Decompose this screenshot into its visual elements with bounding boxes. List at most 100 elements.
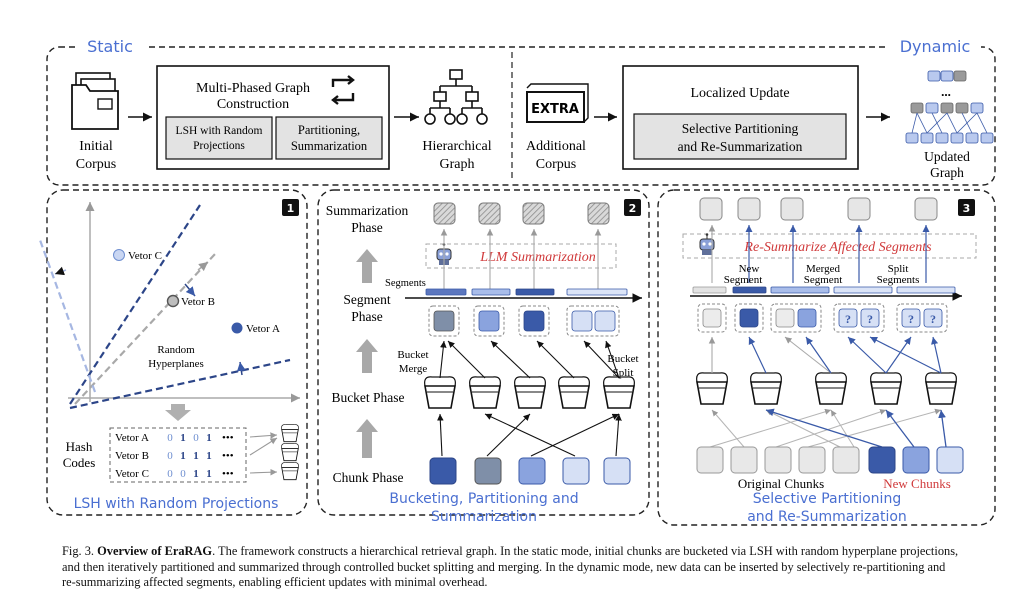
resummarize-label: Re-Summarize Affected Segments (743, 240, 932, 255)
merged-segment-line2: Segment (804, 274, 843, 286)
panel3-blue-chunk-arrows (765, 408, 947, 448)
panel2-badge: 2 (629, 202, 637, 215)
vector-a-point (231, 322, 243, 334)
cycle-icon (331, 75, 355, 105)
hash-arrow-c (249, 468, 278, 476)
bucket-merge-line2: Merge (399, 363, 428, 375)
initial-corpus-line1: Initial (79, 139, 113, 154)
normal-arrow-1 (184, 283, 196, 297)
hyperplane-2 (74, 252, 217, 405)
lsh-box (165, 116, 273, 160)
updated-graph-line2: Graph (930, 165, 964, 180)
split-segments-line2: Segments (877, 274, 920, 286)
hash-bit: 1 (193, 468, 199, 480)
panel2-segment-groups (428, 305, 620, 337)
normal-arrow-3 (236, 361, 246, 376)
panel3-buckets (695, 372, 958, 405)
hyperplane-1 (69, 204, 201, 405)
selective-box (633, 113, 847, 160)
additional-corpus-line2: Corpus (536, 157, 576, 172)
updated-graph-icon (905, 70, 994, 144)
updated-graph-ellipsis: ... (941, 84, 951, 99)
hash-codes-line1: Hash (66, 439, 93, 454)
panel3-title-line2: and Re-Summarization (747, 509, 907, 525)
vector-a-label: Vetor A (246, 323, 280, 335)
hash-bit: 1 (206, 450, 212, 462)
hash-row-label: Vetor A (115, 432, 149, 444)
panel3-segment-groups (697, 303, 948, 333)
panel3-affected-arrows (745, 225, 930, 283)
svg-text:?: ? (930, 312, 936, 326)
panel3-blue-bucket-arrows (748, 336, 942, 374)
figure-caption: Fig. 3. Overview of EraRAG. The framewor… (62, 544, 962, 591)
segment-phase-line1: Segment (343, 292, 390, 307)
panel3-question-marks: ? ? ? ? (845, 312, 936, 326)
segment-phase-line2: Phase (351, 309, 383, 324)
hash-bit: 0 (180, 468, 186, 480)
original-chunks-label: Original Chunks (738, 476, 824, 491)
initial-corpus-line2: Corpus (76, 157, 116, 172)
hash-codes-line2: Codes (63, 455, 96, 470)
hash-bit: 0 (167, 450, 173, 462)
hash-row-dots: ••• (222, 468, 234, 480)
panel2-segments (425, 288, 628, 296)
segments-label: Segments (385, 278, 426, 289)
extra-box-shadow (526, 83, 589, 123)
extra-label: EXTRA (531, 102, 579, 117)
localized-update-label: Localized Update (690, 86, 789, 101)
selective-box-line1: Selective Partitioning (682, 121, 799, 136)
hash-bit: 0 (193, 432, 199, 444)
split-segments-line1: Split (888, 263, 909, 275)
bucket-split-line1: Bucket (607, 353, 638, 365)
normal-arrow-4 (54, 266, 67, 276)
panel2-chunk-to-bucket-arrows (437, 413, 622, 457)
chunk-phase-label: Chunk Phase (333, 470, 404, 485)
llm-summarization-label: LLM Summarization (479, 250, 596, 265)
down-arrow-icon (165, 404, 191, 421)
hash-row-label: Vetor B (115, 450, 149, 462)
additional-corpus-line1: Additional (526, 139, 586, 154)
new-segment-line1: New (739, 263, 760, 275)
panel2-bucket-to-segment-arrows (439, 340, 620, 379)
panel3-badge-bg (958, 199, 975, 216)
bucket-phase-label: Bucket Phase (331, 390, 404, 405)
lsh-box-line2: Projections (193, 140, 245, 152)
updated-graph-line1: Updated (924, 149, 970, 164)
hash-bit: 0 (167, 432, 173, 444)
random-hyperplanes-line1: Random (157, 344, 195, 356)
panel3-chunks (696, 446, 964, 474)
llm-summarization-box (425, 243, 617, 269)
panel2-chunks (429, 457, 631, 485)
new-chunks-label: New Chunks (883, 476, 951, 491)
partition-box-line1: Partitioning, (298, 123, 360, 137)
top-frame (46, 46, 996, 186)
caption-fig-number: Fig. 3. (62, 544, 95, 558)
vector-b-label: Vetor B (181, 296, 215, 308)
random-hyperplanes-line2: Hyperplanes (148, 358, 204, 370)
panel1-title: LSH with Random Projections (74, 496, 279, 512)
static-label-bg (75, 36, 145, 56)
summarization-phase-line2: Phase (351, 220, 383, 235)
static-label: Static (87, 37, 133, 56)
hash-arrow-b (249, 437, 278, 456)
panel3-frame (657, 189, 996, 526)
folder-icon (71, 72, 119, 130)
hash-bit: 1 (206, 468, 212, 480)
panel3-segments (692, 286, 956, 294)
hash-bit: 0 (167, 468, 173, 480)
panel2-buckets (423, 376, 636, 409)
hash-arrow-a (249, 432, 278, 439)
panel2-summary-arrows (440, 229, 602, 289)
svg-text:?: ? (867, 312, 873, 326)
partition-box (275, 116, 383, 160)
selective-box-line2: and Re-Summarization (678, 139, 803, 154)
hash-row-label: Vetor C (115, 468, 149, 480)
dynamic-label: Dynamic (900, 37, 971, 56)
panel2-title-line2: Summarization (431, 509, 537, 525)
hyperplane-4 (38, 239, 97, 393)
hierarchical-graph-line1: Hierarchical (422, 139, 491, 154)
svg-text:?: ? (908, 312, 914, 326)
hash-bit: 1 (180, 432, 186, 444)
